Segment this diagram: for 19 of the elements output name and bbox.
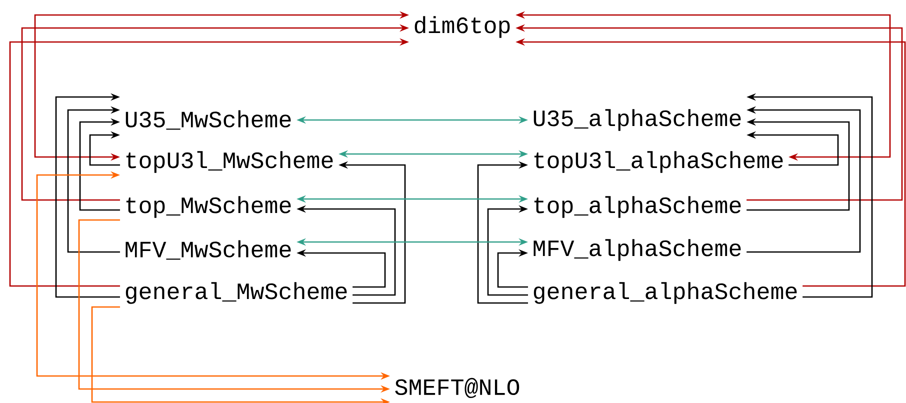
node-label: dim6top <box>414 16 510 38</box>
node-label: U35_MwScheme <box>126 110 291 130</box>
node-label: MFV_MwScheme <box>126 240 291 260</box>
arrow <box>67 106 120 253</box>
arrow <box>55 93 120 298</box>
node-label: MFV_alphaScheme <box>534 239 741 261</box>
node-label: topU3l_MwScheme <box>126 151 333 173</box>
node-label: topU3l_alphaScheme <box>534 151 783 173</box>
node-label: top_alphaScheme <box>534 196 741 218</box>
arrow <box>487 205 528 296</box>
node-label: general_MwScheme <box>126 282 347 304</box>
arrow <box>79 118 120 211</box>
node-label: SMEFT@NLO <box>395 378 520 398</box>
node-label: top_MwScheme <box>126 196 291 218</box>
arrow <box>497 249 528 288</box>
arrow <box>89 131 120 166</box>
node-label: general_alphaScheme <box>534 282 797 304</box>
arrow <box>477 161 528 304</box>
node-label: U35_alphaScheme <box>534 109 741 131</box>
